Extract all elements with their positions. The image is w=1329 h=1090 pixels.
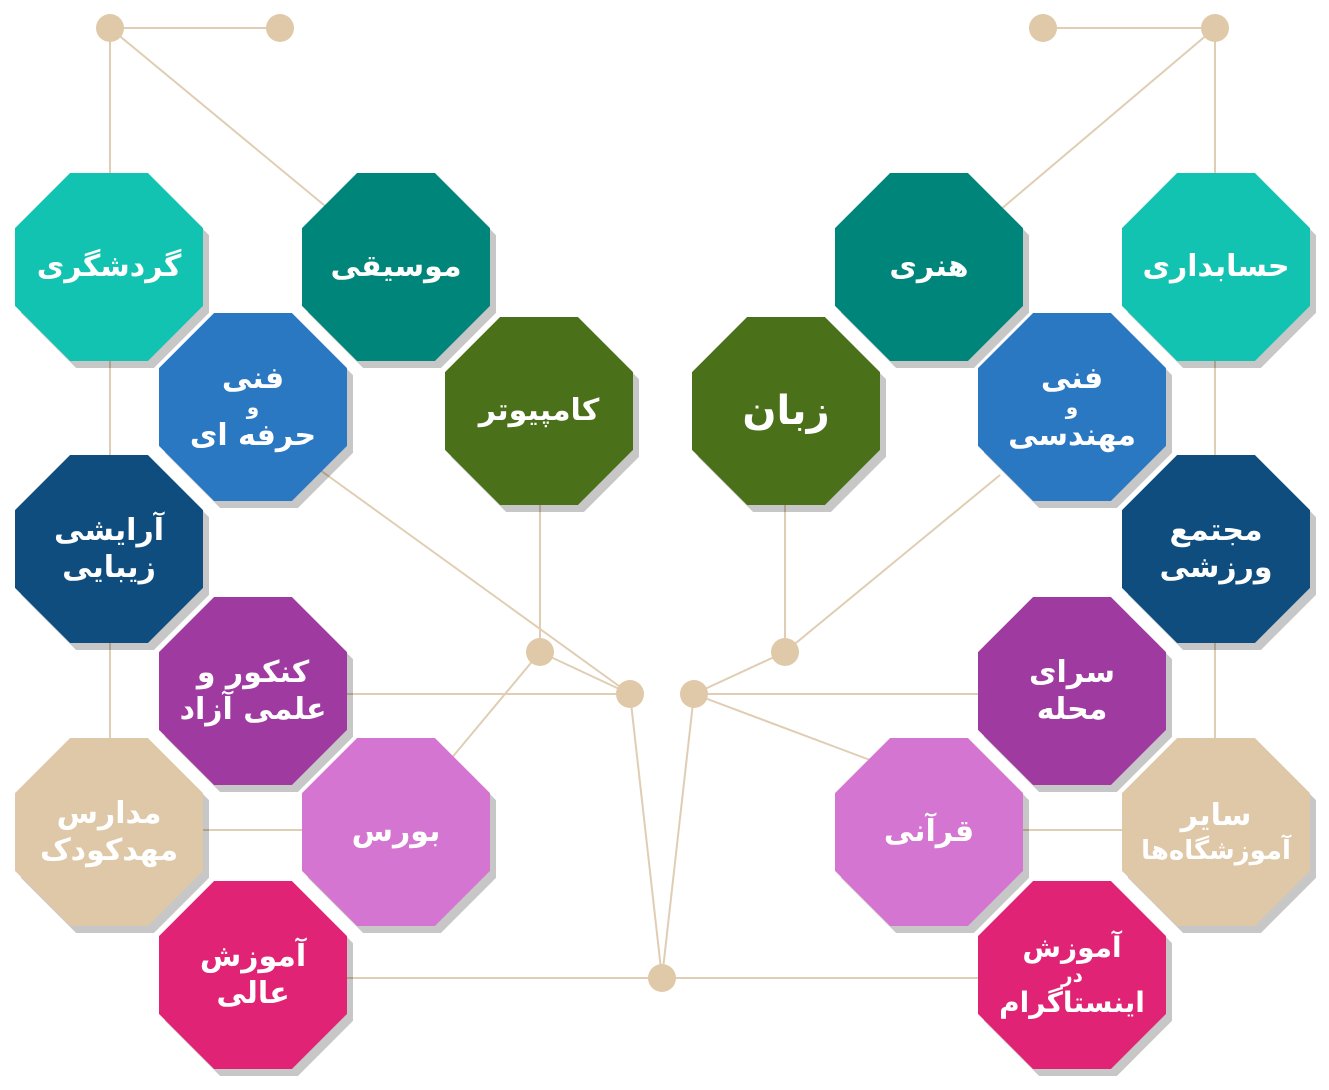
node-qurani[interactable]: قرآنی [835, 738, 1023, 926]
junction-dot [648, 964, 676, 992]
node-mojtama[interactable]: مجتمع ورزشی [1122, 455, 1310, 643]
node-label: و [1065, 395, 1079, 419]
node-label: آموزش [1022, 931, 1122, 964]
node-label: سایر [1180, 798, 1252, 833]
node-label: هنری [889, 249, 969, 285]
node-computer[interactable]: کامپیوتر [445, 317, 633, 505]
node-label: ورزشی [1159, 550, 1273, 585]
node-label: آرایشی [54, 512, 164, 548]
node-label: محله [1036, 692, 1108, 727]
node-label: زبان [742, 388, 830, 434]
node-instagram[interactable]: آموزش در اینستاگرام [978, 881, 1166, 1069]
node-label: عالی [216, 976, 290, 1011]
node-label: علمی آزاد [179, 692, 327, 727]
node-label: بورس [351, 814, 441, 850]
junction-dot [680, 680, 708, 708]
node-label: مجتمع [1169, 512, 1263, 548]
node-label: گردشگری [36, 249, 182, 285]
node-arayeshi[interactable]: آرایشی زیبایی [15, 455, 203, 643]
node-zaban[interactable]: زبان [692, 317, 880, 505]
node-burs[interactable]: بورس [302, 738, 490, 926]
node-saray[interactable]: سرای محله [978, 597, 1166, 785]
node-label: قرآنی [883, 814, 975, 850]
node-label: حسابداری [1142, 249, 1290, 285]
node-label: اینستاگرام [999, 986, 1145, 1019]
junction-dot [266, 14, 294, 42]
node-label: سرای [1029, 654, 1115, 690]
node-label: موسیقی [330, 249, 462, 285]
node-label: کامپیوتر [478, 393, 600, 429]
node-madares[interactable]: مدارس مهدکودک [15, 738, 203, 926]
node-label: مهندسی [1008, 418, 1136, 453]
junction-dot [616, 680, 644, 708]
node-label: آموزشگاه‌ها [1141, 835, 1291, 866]
junction-dot [1201, 14, 1229, 42]
node-musighi[interactable]: موسیقی [302, 173, 490, 361]
node-fani-mohandesi[interactable]: فنی و مهندسی [978, 313, 1166, 501]
node-amuzesh-ali[interactable]: آموزش عالی [159, 881, 347, 1069]
node-label: فنی [221, 360, 285, 396]
node-label: زیبایی [62, 550, 156, 585]
node-label: مهدکودک [39, 833, 179, 868]
node-label: و [246, 395, 260, 419]
node-label: آموزش [199, 938, 307, 974]
node-gardeshgari[interactable]: گردشگری [15, 173, 203, 361]
node-sayer[interactable]: سایر آموزشگاه‌ها [1122, 738, 1310, 926]
node-fani-herfei[interactable]: فنی و حرفه ای [159, 313, 347, 501]
junction-dot [771, 638, 799, 666]
junction-dot [526, 638, 554, 666]
junction-dot [1029, 14, 1057, 42]
junction-dot [96, 14, 124, 42]
node-konkur[interactable]: کنکور و علمی آزاد [159, 597, 347, 785]
node-label: مدارس [56, 795, 162, 831]
node-hesabdari[interactable]: حسابداری [1122, 173, 1310, 361]
node-label: حرفه ای [189, 418, 317, 453]
node-label: فنی [1040, 360, 1104, 396]
node-label: در [1061, 963, 1083, 987]
node-honari[interactable]: هنری [835, 173, 1023, 361]
node-label: کنکور و [196, 654, 310, 690]
